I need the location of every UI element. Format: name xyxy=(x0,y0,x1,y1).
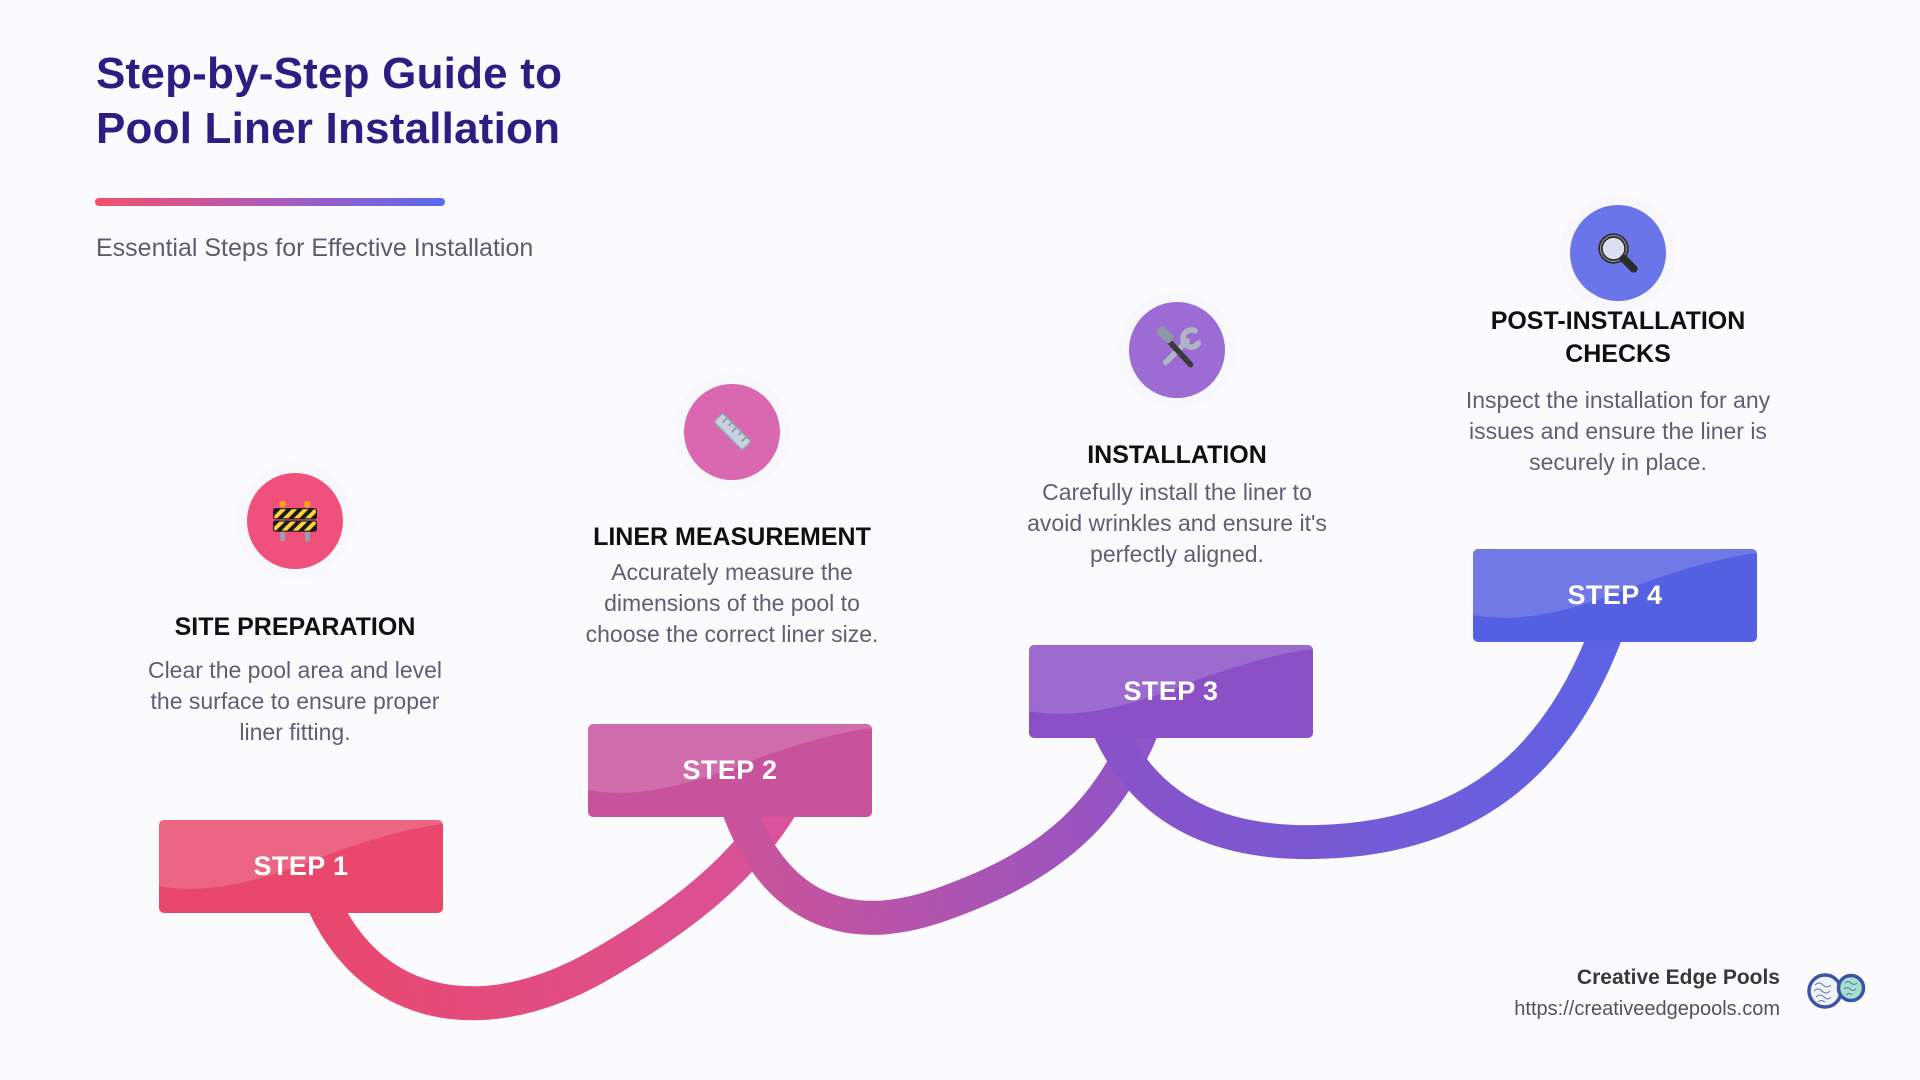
step3-box: STEP 3 xyxy=(1029,645,1313,738)
step2-icon-badge xyxy=(684,384,780,480)
step2-description: Accurately measure the dimensions of the… xyxy=(585,559,879,647)
step1-title: SITE PREPARATION xyxy=(174,613,416,641)
hammer-wrench-icon xyxy=(1156,326,1202,368)
step4-box: STEP 4 xyxy=(1473,549,1757,642)
step4-box-highlight xyxy=(1473,549,1757,618)
step2-box-highlight xyxy=(588,724,872,793)
step1-label: STEP 1 xyxy=(253,851,349,881)
step1-box: STEP 1 xyxy=(159,820,443,913)
step3-icon-badge xyxy=(1129,302,1225,398)
step4-title: POST-INSTALLATION CHECKS xyxy=(1490,307,1746,368)
page-title: Step-by-Step Guide to Pool Liner Install… xyxy=(96,46,562,156)
step3-title: INSTALLATION xyxy=(1087,441,1267,469)
brand-logo-icon xyxy=(1807,973,1866,1009)
step4-description: Inspect the installation for any issues … xyxy=(1465,387,1771,475)
step3-label: STEP 3 xyxy=(1123,676,1219,706)
page-subtitle: Essential Steps for Effective Installati… xyxy=(96,234,534,262)
title-underline-divider xyxy=(95,198,445,206)
step2-box: STEP 2 xyxy=(588,724,872,817)
step1-icon-badge xyxy=(247,473,343,569)
step4-label: STEP 4 xyxy=(1567,580,1663,610)
step2-label: STEP 2 xyxy=(682,755,778,785)
page-title-line2: Pool Liner Installation xyxy=(96,104,561,153)
connector-curve-3 xyxy=(1081,581,1635,860)
step1-description: Clear the pool area and level the surfac… xyxy=(147,657,443,745)
construction-barrier-icon xyxy=(273,500,317,542)
step4-icon-badge xyxy=(1570,205,1666,301)
step2-title: LINER MEASUREMENT xyxy=(593,523,871,551)
ruler-icon xyxy=(713,412,752,451)
page-title-line1: Step-by-Step Guide to xyxy=(96,49,563,98)
step3-box-highlight xyxy=(1029,645,1313,714)
connector-curve-2 xyxy=(711,678,1172,935)
step3-description: Carefully install the liner to avoid wri… xyxy=(1027,479,1327,567)
brand-name: Creative Edge Pools xyxy=(1576,966,1780,989)
brand-url: https://creativeedgepools.com xyxy=(1514,998,1780,1020)
magnifier-icon xyxy=(1598,233,1638,273)
step1-box-highlight xyxy=(159,820,443,889)
